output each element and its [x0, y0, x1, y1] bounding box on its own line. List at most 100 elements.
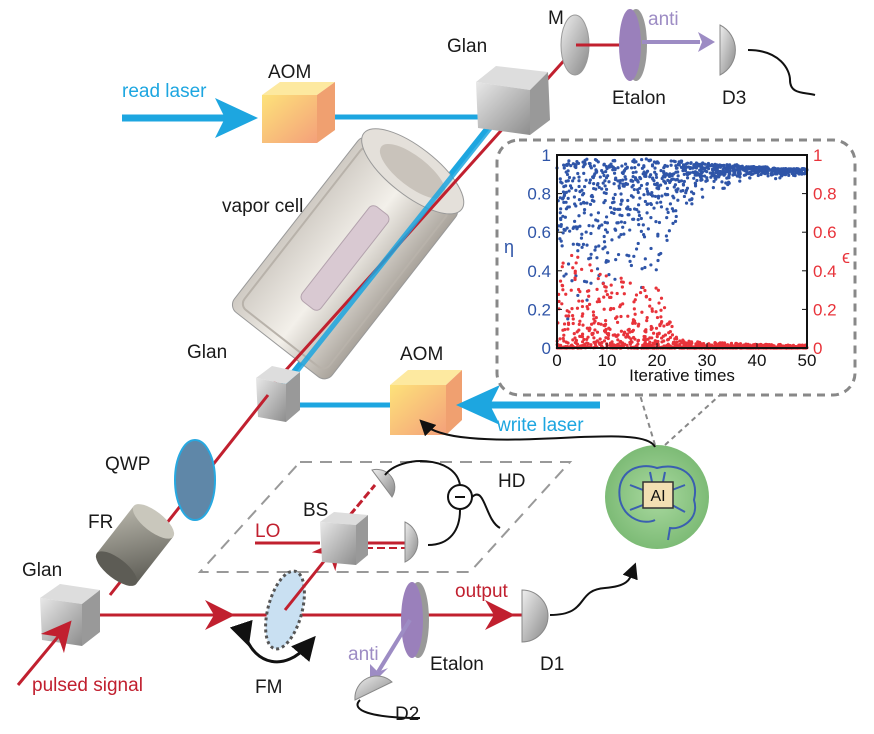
eta-point — [797, 172, 801, 176]
epsilon-point — [615, 291, 619, 296]
eta-point — [766, 166, 770, 170]
epsilon-point — [661, 334, 665, 338]
eta-point — [582, 211, 586, 215]
plot-frame — [556, 154, 808, 349]
eta-point — [705, 178, 709, 182]
epsilon-point — [571, 338, 575, 342]
eta-point — [707, 163, 711, 167]
epsilon-point — [571, 317, 575, 321]
eta-point — [663, 180, 667, 184]
epsilon-point — [689, 340, 694, 344]
eta-point — [587, 223, 591, 228]
epsilon-point — [658, 324, 662, 328]
epsilon-point — [562, 322, 567, 326]
eta-point — [620, 164, 624, 168]
y-right-axis-label: ϵ — [842, 247, 850, 267]
fm-label: FM — [255, 677, 282, 698]
eta-point — [683, 168, 688, 173]
eta-point — [589, 213, 593, 217]
eta-point — [656, 187, 661, 191]
hd-cables — [384, 460, 461, 546]
epsilon-point — [648, 304, 652, 308]
epsilon-point — [610, 342, 614, 346]
y-left-tick-label: 0 — [542, 339, 551, 358]
y-left-tick-label: 0.8 — [527, 185, 551, 204]
epsilon-point — [602, 339, 607, 343]
eta-point — [591, 224, 595, 228]
eta-point — [582, 163, 586, 167]
output-label: output — [455, 581, 509, 602]
epsilon-point — [611, 306, 616, 311]
epsilon-point — [662, 306, 667, 310]
eta-point — [601, 181, 605, 185]
y-left-tick-label: 0.4 — [527, 262, 551, 281]
eta-point — [592, 164, 596, 168]
epsilon-point — [586, 307, 590, 311]
eta-point — [566, 196, 570, 200]
eta-point — [607, 180, 611, 184]
epsilon-point — [592, 313, 596, 317]
etalon-top — [619, 9, 647, 81]
eta-point — [694, 166, 699, 170]
eta-point — [700, 178, 704, 182]
epsilon-point — [772, 344, 776, 348]
eta-point — [616, 179, 620, 183]
eta-point — [673, 183, 678, 187]
eta-point — [606, 251, 610, 255]
y-right-tick-label: 0 — [813, 339, 822, 358]
eta-point — [614, 258, 618, 262]
epsilon-point — [606, 336, 610, 341]
eta-point — [589, 194, 593, 198]
epsilon-point — [629, 337, 633, 341]
epsilon-point — [573, 276, 577, 280]
eta-point — [665, 186, 669, 190]
eta-point — [654, 175, 659, 180]
eta-point — [639, 229, 643, 234]
d3-label: D3 — [722, 88, 746, 109]
epsilon-point — [631, 335, 636, 340]
eta-point — [613, 192, 617, 197]
eta-point — [643, 199, 647, 204]
eta-point — [770, 167, 774, 172]
epsilon-point — [786, 343, 790, 347]
epsilon-point — [580, 299, 585, 303]
epsilon-point — [614, 316, 618, 320]
eta-point — [559, 224, 563, 228]
eta-point — [788, 168, 792, 173]
eta-point — [618, 178, 622, 183]
eta-point — [600, 187, 604, 191]
y-left-tick-label: 0.6 — [527, 223, 551, 242]
eta-point — [718, 170, 723, 174]
eta-point — [706, 167, 711, 171]
eta-point — [665, 238, 669, 242]
eta-point — [611, 165, 615, 169]
eta-point — [594, 168, 598, 172]
eta-point — [563, 215, 567, 219]
d2-label: D2 — [395, 704, 419, 725]
eta-point — [571, 162, 575, 166]
eta-point — [800, 170, 804, 174]
eta-point — [604, 215, 609, 219]
epsilon-point — [591, 310, 596, 314]
eta-point — [756, 173, 760, 178]
lo-label: LO — [255, 521, 280, 542]
epsilon-point — [697, 342, 701, 346]
eta-point — [685, 186, 690, 190]
eta-point — [621, 171, 625, 176]
eta-point — [558, 196, 562, 200]
epsilon-point — [579, 334, 583, 339]
eta-point — [659, 251, 663, 256]
eta-point — [659, 168, 663, 173]
epsilon-point — [589, 269, 594, 273]
eta-point — [582, 208, 587, 212]
eta-point — [631, 195, 635, 199]
eta-point — [641, 223, 645, 227]
eta-point — [692, 176, 696, 180]
eta-point — [708, 171, 712, 175]
eta-point — [749, 172, 753, 176]
eta-point — [602, 173, 606, 178]
eta-point — [623, 220, 627, 225]
eta-point — [613, 277, 617, 281]
epsilon-point — [605, 293, 609, 297]
eta-point — [621, 225, 625, 229]
